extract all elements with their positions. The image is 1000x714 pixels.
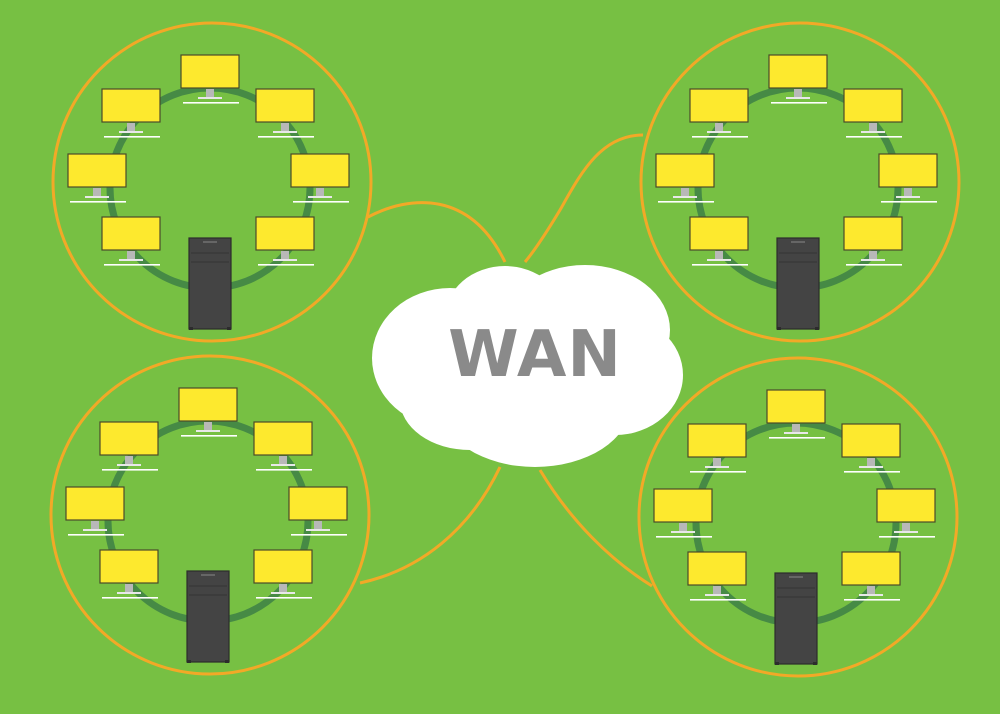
wan-label: WAN [448,318,622,392]
lan-bottom-right [639,358,957,676]
link-bottom-left [359,466,502,585]
wan-cloud-icon [372,265,683,467]
lan-top-right [641,23,959,341]
wan-links [359,133,653,588]
link-bottom-right [538,469,653,588]
link-top-left [367,201,507,263]
lan-top-left [53,23,371,341]
lan-bottom-left [51,356,369,674]
link-top-right [523,133,644,263]
